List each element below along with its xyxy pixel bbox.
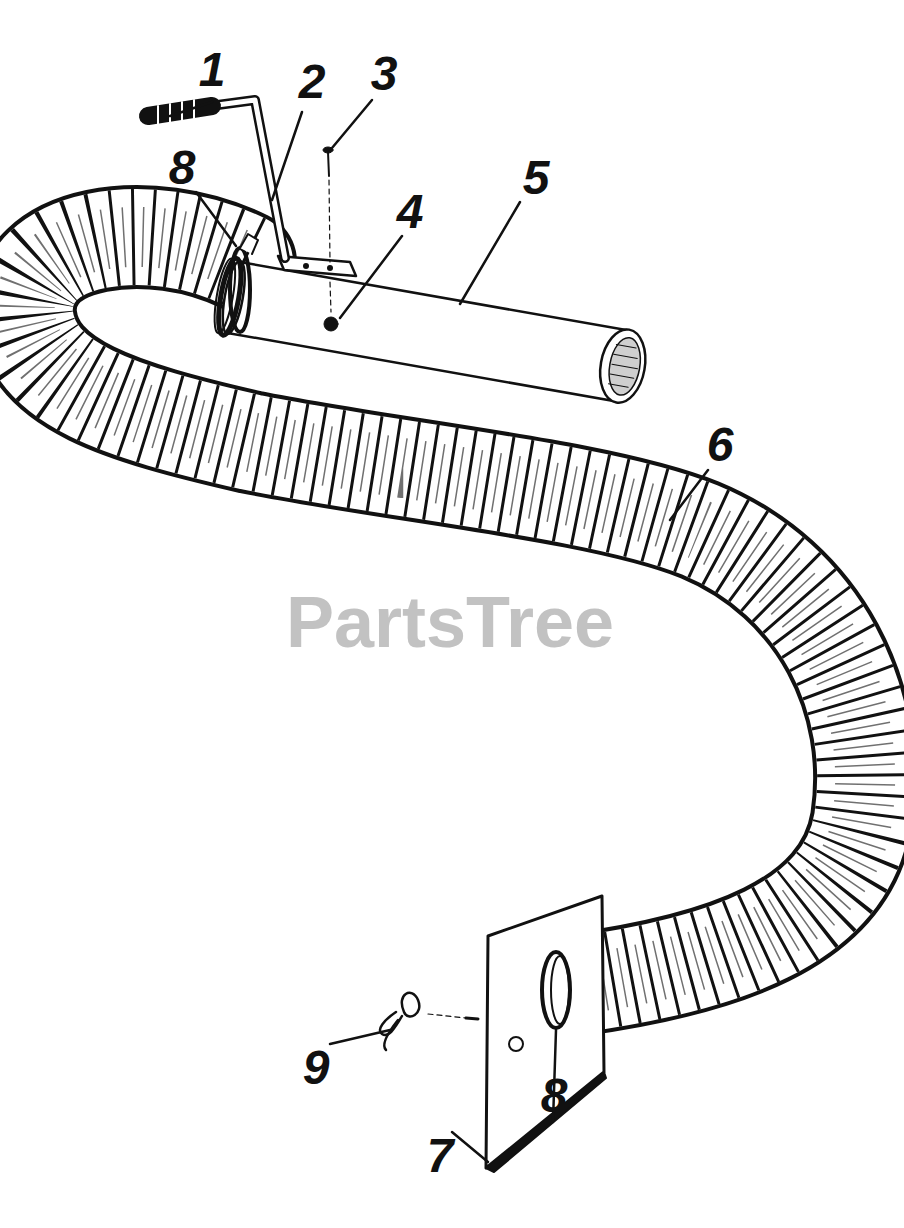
wing-nut	[380, 993, 478, 1050]
callout-number: 8	[169, 144, 196, 192]
leader-lines	[170, 100, 708, 1162]
callout-number: 1	[199, 46, 226, 94]
blower-tube	[210, 256, 651, 408]
callout-number: 4	[397, 188, 424, 236]
callout-number: 8	[541, 1072, 568, 1120]
screw	[323, 147, 333, 312]
callout-number: 7	[427, 1132, 454, 1180]
nut	[324, 317, 338, 331]
watermark: PartsTree	[286, 586, 614, 658]
mounting-plate	[486, 896, 606, 1172]
callout-number: 3	[371, 50, 398, 98]
callout-number: 6	[707, 421, 734, 469]
callout-number: 2	[299, 58, 326, 106]
handle-bracket	[165, 100, 356, 276]
callout-number: 9	[303, 1044, 330, 1092]
hose-clamp	[230, 234, 258, 332]
flex-hose	[25, 237, 865, 985]
callout-number: 5	[523, 154, 550, 202]
handle-grip	[148, 100, 212, 126]
